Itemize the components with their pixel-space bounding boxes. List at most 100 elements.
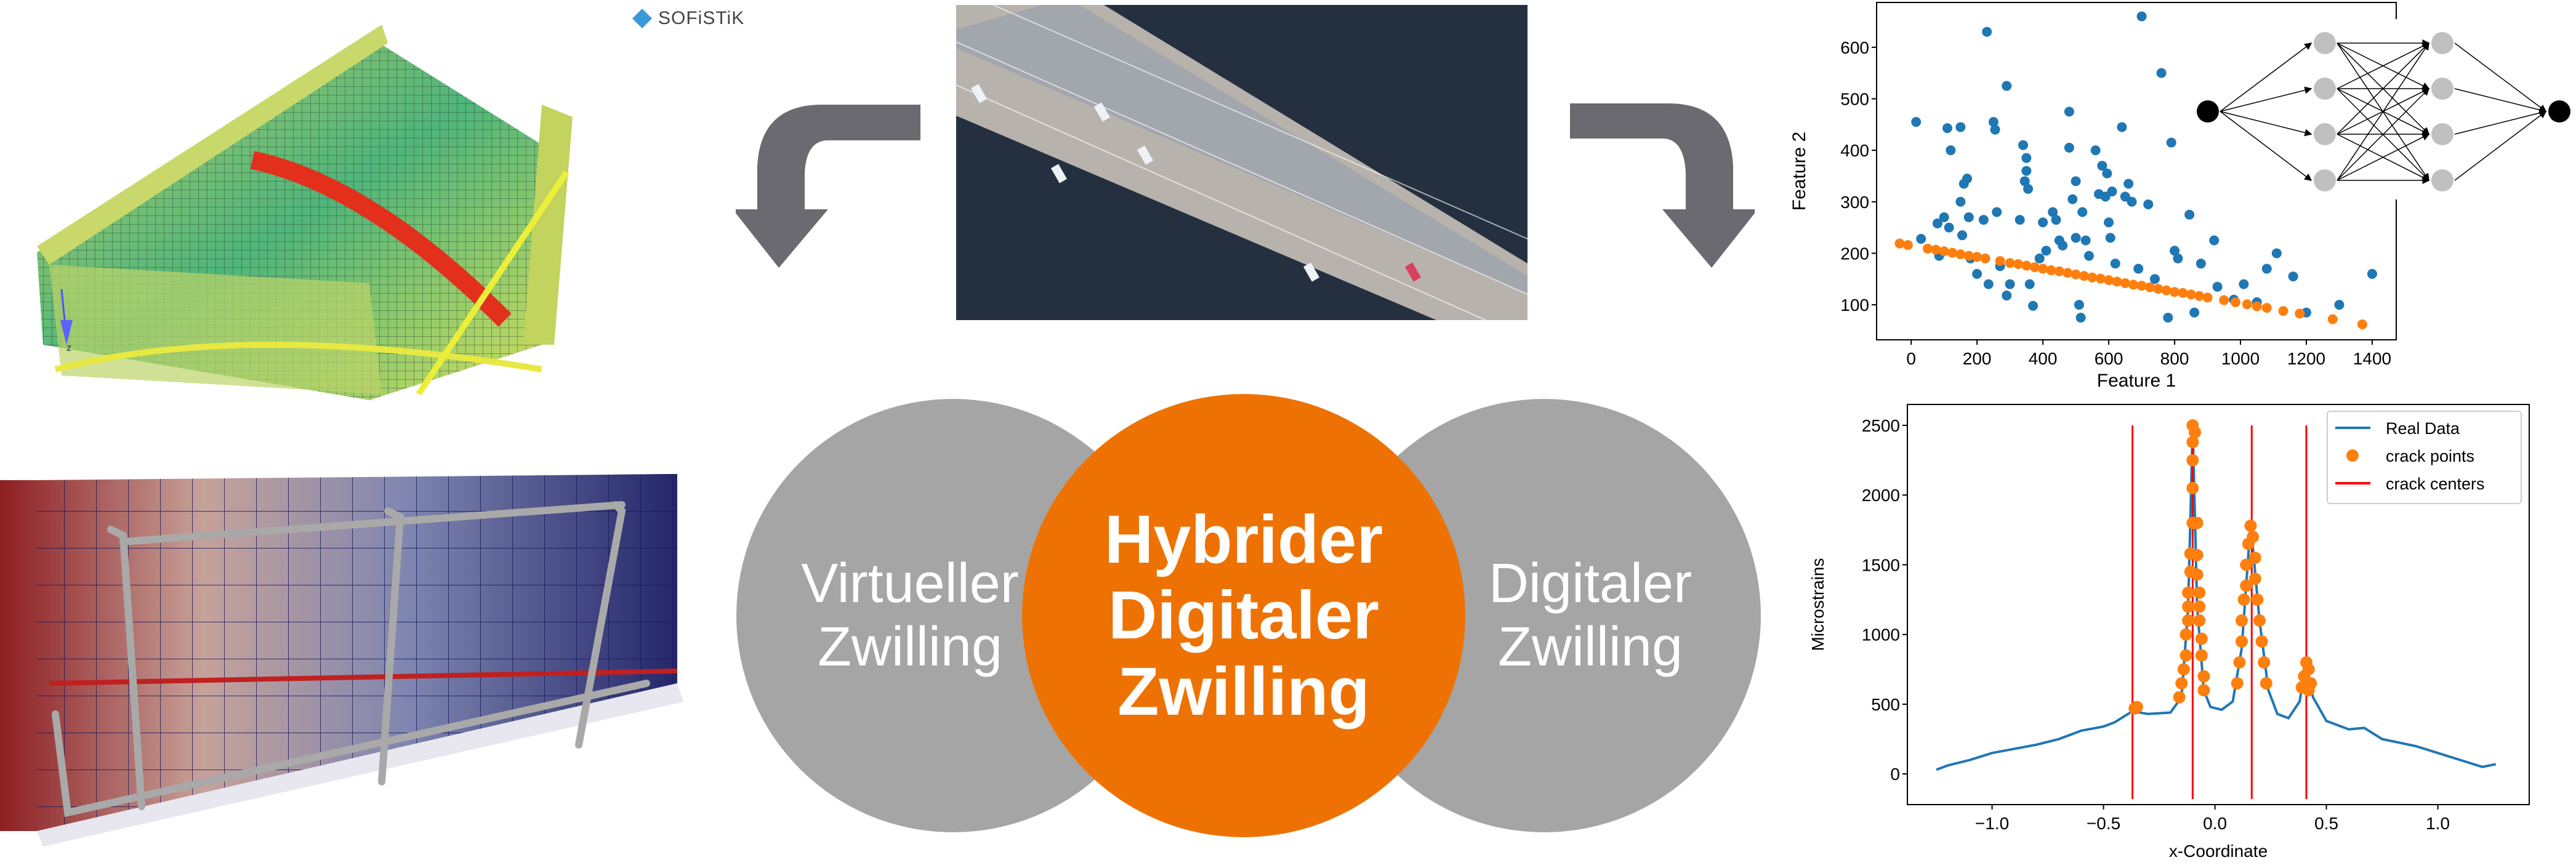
crack-point bbox=[2173, 691, 2186, 704]
data-point bbox=[1983, 279, 1994, 289]
data-point bbox=[2288, 271, 2298, 282]
crack-point bbox=[2248, 573, 2261, 585]
prediction-point bbox=[1947, 247, 1958, 258]
crack-point bbox=[2186, 454, 2199, 467]
data-point bbox=[2143, 199, 2154, 209]
data-point bbox=[2041, 246, 2051, 256]
crack-point bbox=[2247, 531, 2260, 544]
x-tick-label: 0.5 bbox=[2314, 814, 2338, 833]
nn-connection bbox=[2454, 88, 2547, 114]
data-point bbox=[1988, 117, 1998, 127]
legend-entry: crack points bbox=[2386, 447, 2474, 465]
prediction-point bbox=[2079, 271, 2089, 281]
data-point bbox=[2239, 279, 2249, 289]
data-point bbox=[1963, 212, 1974, 222]
prediction-point bbox=[2112, 276, 2122, 287]
x-tick-label: 0.0 bbox=[2203, 814, 2227, 833]
data-point bbox=[2102, 168, 2112, 179]
data-point bbox=[2104, 217, 2114, 228]
data-point bbox=[1939, 212, 1949, 222]
sofistik-logo-icon bbox=[632, 9, 652, 28]
nn-hidden-node bbox=[2431, 32, 2453, 54]
prediction-point bbox=[2013, 259, 2023, 270]
data-point bbox=[2067, 194, 2078, 204]
data-point bbox=[2005, 279, 2015, 289]
nn-hidden-node bbox=[2314, 123, 2336, 145]
x-tick-label: 1000 bbox=[2221, 349, 2260, 368]
data-point bbox=[2051, 215, 2061, 225]
data-point bbox=[2074, 300, 2084, 310]
data-point bbox=[2123, 179, 2134, 189]
legend-dot-icon bbox=[2346, 449, 2359, 462]
data-point bbox=[2110, 259, 2120, 269]
prediction-point bbox=[2029, 262, 2040, 273]
nn-connection bbox=[2337, 87, 2430, 181]
nn-connection bbox=[2454, 109, 2547, 135]
data-point bbox=[2077, 207, 2088, 217]
prediction-point bbox=[2161, 285, 2171, 295]
prediction-point bbox=[2063, 268, 2073, 278]
prediction-point bbox=[2136, 281, 2147, 291]
neural-network-diagram bbox=[2191, 19, 2576, 199]
prediction-point bbox=[2071, 269, 2081, 279]
legend-entry: crack centers bbox=[2386, 475, 2485, 493]
data-point bbox=[1946, 145, 1956, 156]
x-tick-label: 0 bbox=[1906, 349, 1916, 368]
y-tick-label: 600 bbox=[1840, 38, 1869, 57]
x-tick-label: 400 bbox=[2029, 349, 2058, 368]
data-point bbox=[2127, 196, 2137, 207]
hybrid-twin-line1: Hybrider bbox=[1104, 502, 1383, 578]
data-point bbox=[2038, 217, 2048, 228]
crack-point bbox=[2193, 614, 2206, 627]
crack-point bbox=[2193, 586, 2206, 599]
data-point bbox=[1916, 234, 1926, 244]
data-point bbox=[2024, 279, 2035, 289]
crack-point bbox=[2193, 600, 2206, 613]
crack-plot-frame bbox=[1907, 404, 2530, 805]
data-point bbox=[1972, 268, 1982, 279]
data-point bbox=[2149, 274, 2160, 284]
prediction-point bbox=[2120, 278, 2130, 288]
hybrid-twin-line2: Digitaler bbox=[1108, 577, 1380, 654]
data-point bbox=[1982, 26, 1992, 37]
data-point bbox=[1957, 230, 1968, 241]
crack-point bbox=[2237, 593, 2250, 606]
data-point bbox=[2184, 209, 2195, 220]
crack-point bbox=[2186, 436, 2199, 449]
data-point bbox=[2097, 161, 2107, 171]
data-point bbox=[2334, 300, 2345, 310]
data-point bbox=[2058, 240, 2068, 251]
prediction-point bbox=[2261, 303, 2272, 313]
crack-point bbox=[2231, 677, 2244, 689]
crack-point bbox=[2197, 670, 2210, 683]
prediction-point bbox=[2278, 306, 2288, 316]
crack-point bbox=[2186, 481, 2199, 494]
crack-point bbox=[2195, 649, 2208, 662]
prediction-point bbox=[1995, 255, 2005, 266]
y-tick-label: 400 bbox=[1840, 141, 1869, 160]
crack-point bbox=[2260, 677, 2272, 689]
prediction-point bbox=[1980, 253, 1990, 263]
data-point bbox=[2019, 176, 2030, 187]
data-point bbox=[2271, 248, 2282, 259]
crack-y-label: Microstrains bbox=[1808, 558, 1827, 651]
prediction-point bbox=[2087, 272, 2098, 283]
fem-axis-label: z bbox=[66, 343, 71, 353]
crack-point bbox=[2233, 656, 2246, 669]
prediction-point bbox=[2153, 284, 2163, 294]
real-data-line bbox=[1936, 425, 2497, 771]
nn-connection bbox=[2220, 42, 2312, 112]
y-tick-label: 2500 bbox=[1862, 416, 1900, 435]
nn-connection bbox=[2337, 42, 2430, 89]
nn-connection bbox=[2337, 134, 2430, 181]
data-point bbox=[1955, 122, 1966, 132]
data-point bbox=[2021, 153, 2032, 163]
prediction-point bbox=[2046, 265, 2056, 276]
prediction-point bbox=[2202, 292, 2213, 303]
prediction-point bbox=[2104, 275, 2114, 285]
prediction-point bbox=[2178, 287, 2188, 298]
prediction-point bbox=[1931, 244, 1941, 255]
x-tick-label: −1.0 bbox=[1975, 814, 2009, 833]
y-tick-label: 100 bbox=[1840, 295, 1869, 315]
